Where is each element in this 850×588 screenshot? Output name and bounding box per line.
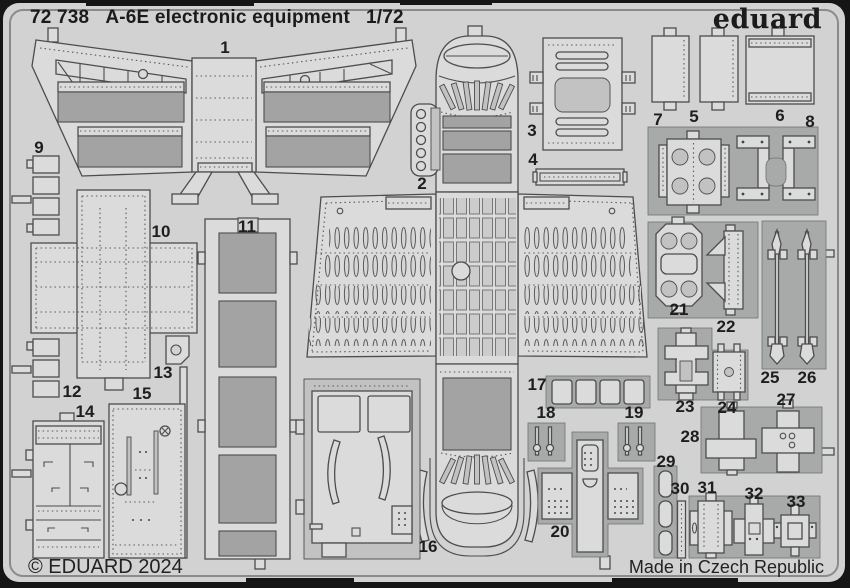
part-9-graphic [26, 155, 60, 236]
part-16-graphic [295, 378, 421, 560]
part-label-28: 28 [680, 427, 700, 446]
part-label-32: 32 [744, 484, 764, 503]
part-label-4: 4 [528, 150, 538, 169]
part-30-graphic [676, 500, 687, 559]
part-25-26-graphic [761, 220, 827, 370]
part-2-graphic [306, 35, 648, 557]
part-label-11: 11 [238, 217, 256, 236]
part-29-graphic [653, 465, 678, 559]
made-in-text: Made in Czech Republic [628, 557, 824, 577]
part-15-graphic [108, 403, 186, 559]
part-label-21: 21 [669, 300, 689, 319]
part-20-graphic [537, 431, 644, 558]
part-label-31: 31 [697, 478, 717, 497]
part-label-20: 20 [550, 522, 570, 541]
part-4-graphic [532, 168, 628, 186]
part-label-27: 27 [776, 390, 796, 409]
scale-label: 1/72 [366, 7, 404, 28]
part-27-28-graphic [700, 399, 823, 476]
part-label-13: 13 [153, 363, 173, 382]
part-22-graphic [705, 224, 744, 316]
part-label-29: 29 [656, 452, 676, 471]
part-label-18: 18 [536, 403, 556, 422]
part-11-graphic [197, 217, 298, 560]
fret-edge-cutouts [86, 0, 738, 588]
part-label-17: 17 [527, 375, 547, 394]
part-10-graphic [30, 189, 198, 391]
eduard-brand-logo: eduard [712, 4, 822, 35]
part-8-graphic [736, 135, 816, 201]
part-17-graphic [545, 375, 651, 409]
part-label-14: 14 [75, 402, 95, 421]
product-title: A-6E electronic equipment [105, 7, 350, 28]
part-label-8: 8 [805, 112, 815, 131]
part-5-graphic [651, 27, 739, 111]
part-label-1: 1 [220, 38, 230, 57]
part-31-32-33-graphic [688, 492, 821, 559]
part-label-6: 6 [775, 106, 785, 125]
part-1-graphic [31, 39, 417, 205]
sprue-tabs [11, 25, 835, 570]
part-label-23: 23 [675, 397, 695, 416]
part-label-10: 10 [151, 222, 171, 241]
part-24-graphic [712, 343, 746, 401]
part-18-graphic [527, 422, 566, 462]
part-label-33: 33 [786, 492, 806, 511]
part-label-30: 30 [670, 479, 690, 498]
part-19-graphic [617, 422, 656, 462]
part-label-26: 26 [797, 368, 817, 387]
part-label-15: 15 [132, 384, 152, 403]
part-14-graphic [25, 412, 105, 559]
part-3-graphic [529, 37, 636, 151]
part-label-5: 5 [689, 107, 699, 126]
part-label-9: 9 [34, 138, 44, 157]
part-6-graphic [745, 27, 815, 105]
part-label-7: 7 [653, 110, 663, 129]
part-label-19: 19 [624, 403, 644, 422]
catalog-number: 72 738 [30, 7, 90, 28]
part-label-22: 22 [716, 317, 736, 336]
part-label-2: 2 [417, 174, 427, 193]
header-title-row: 72 738 A-6E electronic equipment 1/72 [30, 7, 404, 29]
part-label-16: 16 [418, 537, 438, 556]
part-label-3: 3 [527, 121, 537, 140]
part-label-25: 25 [760, 368, 780, 387]
fret-frame-outline [9, 9, 839, 577]
part-label-24: 24 [717, 398, 737, 417]
part-label-12: 12 [62, 382, 82, 401]
part-12-graphic [26, 338, 60, 398]
copyright-text: © EDUARD 2024 [28, 556, 183, 578]
